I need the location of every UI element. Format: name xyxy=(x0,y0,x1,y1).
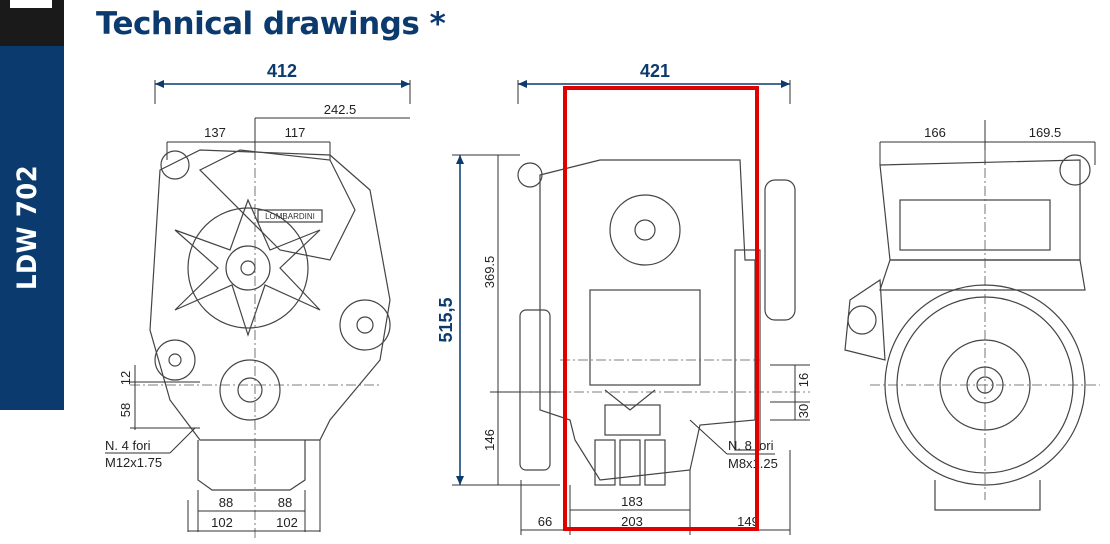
dim-66: 66 xyxy=(538,514,552,529)
brand-plate: LOMBARDINI xyxy=(265,212,315,221)
rear-view-drawing: 166 169.5 xyxy=(844,120,1100,511)
sidebar-cap xyxy=(0,0,64,46)
dim-242-5: 242.5 xyxy=(324,102,357,117)
highlight-box xyxy=(563,86,759,531)
dim-88-left: 88 xyxy=(219,495,233,510)
dim-58: 58 xyxy=(118,403,133,417)
front-holes-thread: M12x1.75 xyxy=(105,455,162,470)
page-title: Technical drawings * xyxy=(96,6,446,42)
dim-369-5: 369.5 xyxy=(482,256,497,289)
dim-169-5: 169.5 xyxy=(1029,125,1062,140)
dim-88-right: 88 xyxy=(278,495,292,510)
side-view-drawing: 421 515,5 369.5 146 16 30 N. 8 fori M8x1… xyxy=(436,61,811,535)
dim-30: 30 xyxy=(796,404,811,418)
front-view-drawing: 412 242.5 137 117 LOMBARDINI 12 58 N. 4 … xyxy=(105,61,411,540)
dim-12: 12 xyxy=(118,371,133,385)
sidebar-band: LDW 702 xyxy=(0,0,64,410)
dim-16: 16 xyxy=(796,373,811,387)
dim-146: 146 xyxy=(482,429,497,451)
dim-203: 203 xyxy=(621,514,643,529)
dim-137: 137 xyxy=(204,125,226,140)
dim-102-left: 102 xyxy=(211,515,233,530)
dim-515-5: 515,5 xyxy=(436,297,456,342)
front-holes-label: N. 4 fori xyxy=(105,438,151,453)
dim-149: 149 xyxy=(737,514,759,529)
dim-183: 183 xyxy=(621,494,643,509)
dim-117: 117 xyxy=(285,125,306,140)
dim-412: 412 xyxy=(267,61,297,81)
dim-166: 166 xyxy=(924,125,946,140)
side-holes-label: N. 8 fori xyxy=(728,438,774,453)
side-holes-thread: M8x1.25 xyxy=(728,456,778,471)
dim-421: 421 xyxy=(640,61,670,81)
dim-102-right: 102 xyxy=(276,515,298,530)
